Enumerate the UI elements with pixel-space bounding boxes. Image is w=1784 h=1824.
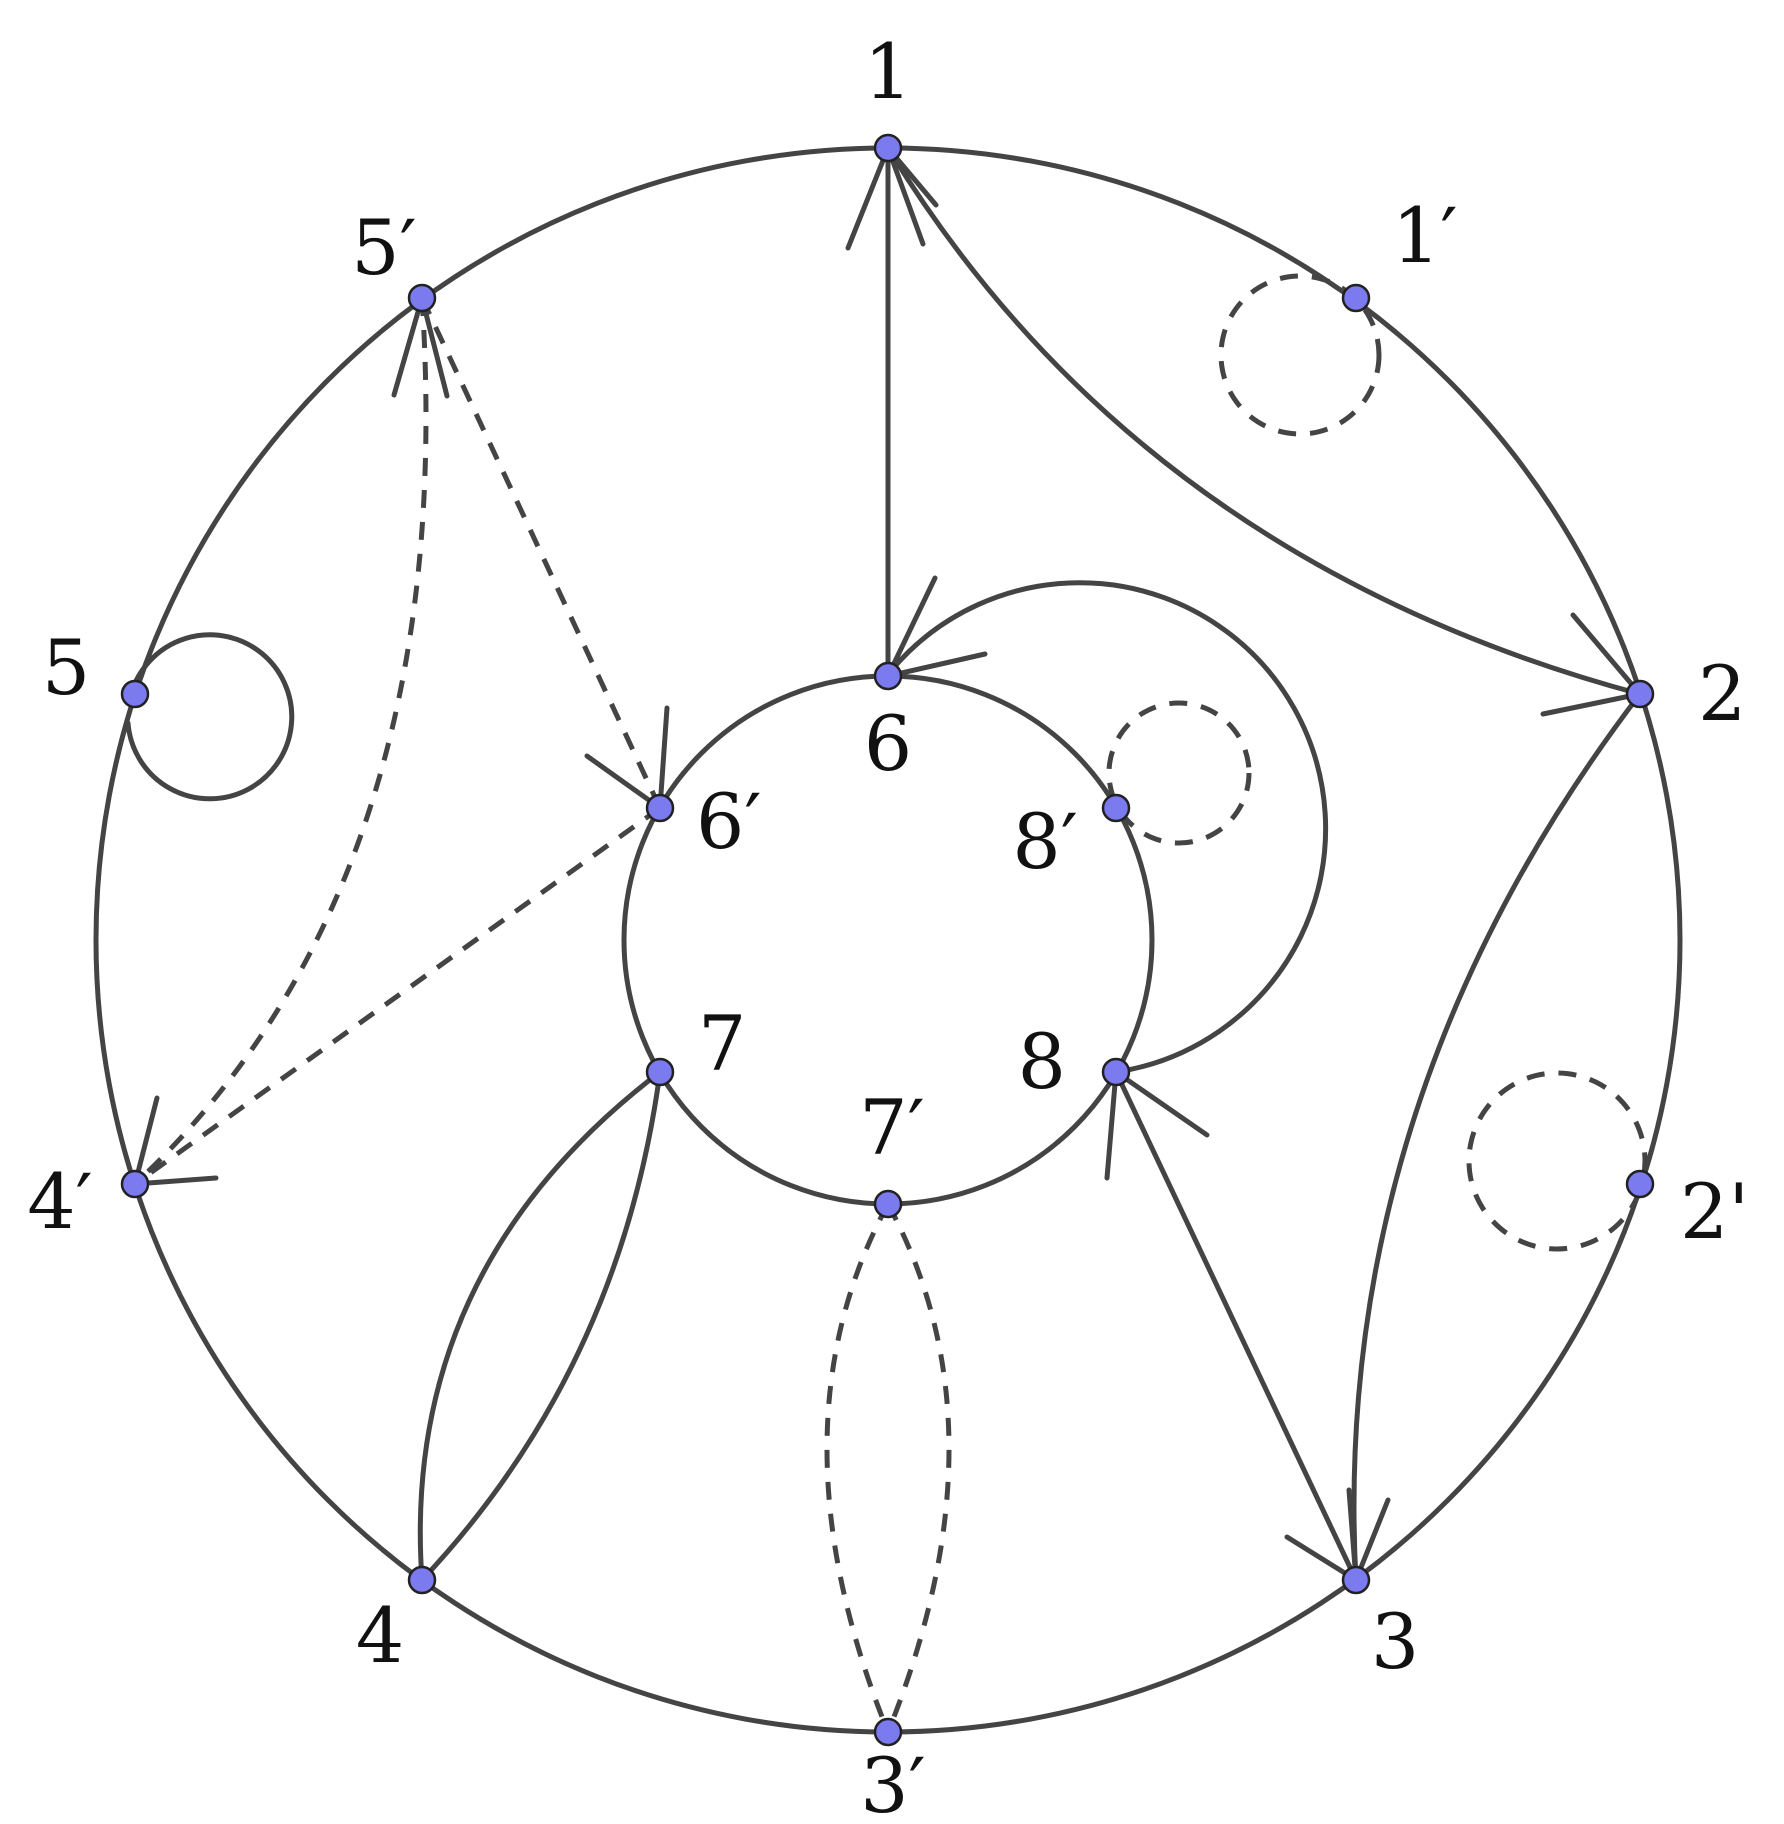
edge-1-2 (885, 145, 1643, 697)
label-5p: 5′ (351, 203, 417, 292)
arrowhead-6-from-8 (885, 651, 988, 679)
node-7p (873, 1189, 903, 1219)
edge-8-6 (887, 580, 1329, 1075)
edge-4-7-a (419, 1069, 663, 1583)
label-1p: 1′ (1392, 191, 1458, 280)
node-3 (1341, 1565, 1371, 1595)
node-4p (120, 1169, 150, 1199)
edge-6p-4p (133, 805, 662, 1187)
node-2p (1625, 1169, 1655, 1199)
node-6 (873, 661, 903, 691)
loop-1p (1218, 273, 1382, 437)
node-4 (407, 1565, 437, 1595)
label-5: 5 (42, 623, 90, 712)
node-7 (645, 1057, 675, 1087)
node-6p (645, 793, 675, 823)
loop-5 (125, 632, 295, 802)
node-1p (1341, 283, 1371, 313)
label-8p: 8′ (1012, 797, 1078, 886)
edge-3-8 (1113, 1069, 1359, 1583)
node-5 (120, 679, 150, 709)
loop-8p (1106, 700, 1252, 846)
node-2 (1625, 679, 1655, 709)
node-3p (873, 1717, 903, 1747)
label-7p: 7′ (859, 1083, 925, 1172)
label-3: 3 (1371, 1597, 1419, 1686)
label-1: 1 (864, 27, 912, 116)
label-8: 8 (1018, 1017, 1066, 1106)
edge-5p-4p (133, 297, 429, 1186)
node-8 (1101, 1057, 1131, 1087)
label-2: 2 (1698, 649, 1746, 738)
edge-2-3 (1351, 691, 1643, 1583)
node-8p (1101, 793, 1131, 823)
label-3p: 3′ (860, 1741, 926, 1824)
label-4p: 4′ (27, 1157, 93, 1246)
label-2p: 2' (1680, 1167, 1749, 1256)
label-4: 4 (356, 1591, 404, 1680)
edge-5p-6p (419, 296, 663, 810)
arrowhead-2-from-1 (1540, 612, 1645, 717)
label-6p: 6′ (696, 777, 762, 866)
arrowhead-6-from-1 (885, 575, 938, 679)
loop-2p (1466, 1070, 1648, 1252)
node-1 (873, 133, 903, 163)
edge-4-7-b (417, 1069, 663, 1583)
node-5p (407, 283, 437, 313)
edge-7p-3p-a (885, 1202, 952, 1733)
label-6: 6 (864, 699, 912, 788)
edge-7p-3p-b (824, 1202, 891, 1733)
label-7: 7 (698, 999, 746, 1088)
